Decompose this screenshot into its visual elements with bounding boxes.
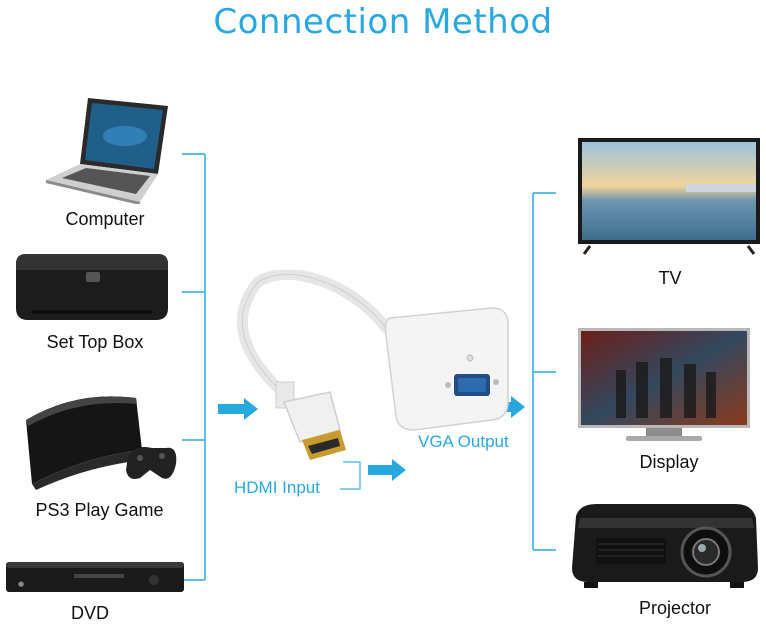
hdmi-to-vga-adapter-icon	[236, 270, 509, 460]
input-label-set-top-box: Set Top Box	[46, 332, 144, 352]
tv-icon	[578, 138, 760, 255]
arrow-right-icon	[218, 398, 258, 420]
arrow-right-icon	[368, 459, 406, 481]
vga-output-label: VGA Output	[418, 432, 509, 451]
input-label-computer: Computer	[65, 209, 145, 229]
set-top-box-icon	[16, 254, 168, 320]
input-label-dvd: DVD	[70, 603, 109, 623]
output-label-projector: Projector	[638, 598, 712, 618]
game-console-icon	[26, 396, 177, 490]
page-title: Connection Method	[213, 2, 553, 42]
output-label-tv: TV	[658, 268, 682, 288]
input-bracket	[182, 153, 206, 581]
dvd-player-icon: ●	[6, 562, 184, 592]
laptop-icon	[46, 98, 168, 204]
output-bracket	[532, 192, 556, 551]
output-label-display: Display	[639, 452, 699, 472]
input-label-ps3: PS3 Play Game	[35, 500, 164, 520]
hdmi-input-label: HDMI Input	[234, 478, 320, 497]
projector-icon	[572, 504, 758, 588]
monitor-icon	[578, 328, 750, 441]
svg-text:●: ●	[18, 580, 24, 588]
